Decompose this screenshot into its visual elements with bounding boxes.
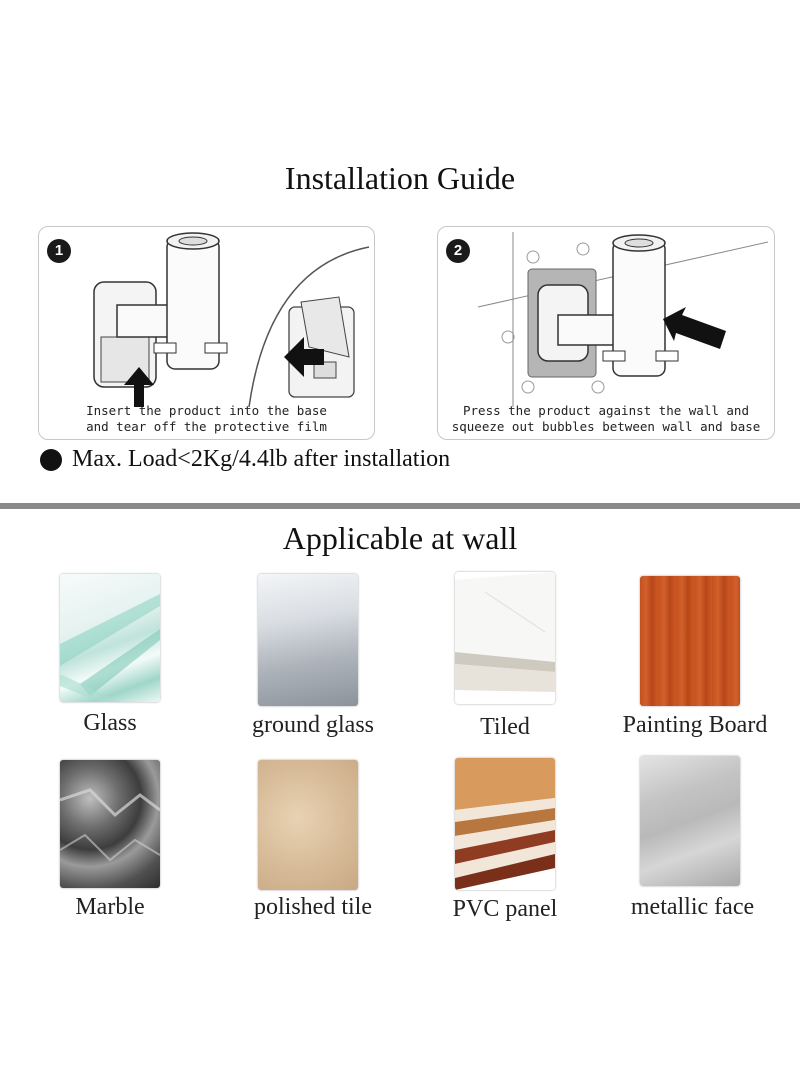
step-1-caption-line-2: and tear off the protective film: [86, 419, 327, 434]
step-1-badge: 1: [47, 239, 71, 263]
metallic-face-label: metallic face: [630, 894, 755, 920]
glass-swatch: [60, 574, 160, 702]
max-load-note: Max. Load<2Kg/4.4lb after installation: [40, 446, 450, 473]
step-1-caption-line-1: Insert the product into the base: [86, 403, 327, 418]
ground-glass-label: ground glass: [252, 712, 374, 738]
step-2-caption-line-1: Press the product against the wall and: [463, 403, 749, 418]
ground-glass-swatch: [258, 574, 358, 706]
step-2-caption-line-2: squeeze out bubbles between wall and bas…: [451, 419, 761, 434]
painting-board-label: Painting Board: [622, 712, 768, 738]
metallic-face-swatch: [640, 756, 740, 886]
step-1-caption: Insert the product into the base and tea…: [39, 403, 374, 435]
glass-label: Glass: [83, 710, 137, 736]
marble-label: Marble: [75, 894, 145, 920]
step-2-caption: Press the product against the wall and s…: [438, 403, 774, 435]
polished-tile-swatch: [258, 760, 358, 890]
pvc-panel-label: PVC panel: [452, 896, 558, 922]
applicable-title: Applicable at wall: [282, 520, 518, 556]
pvc-panel-swatch: [455, 758, 555, 890]
tiled-label: Tiled: [480, 714, 530, 740]
step-1-card: 1 Insert the product into the base and t…: [38, 226, 375, 440]
max-load-text: Max. Load<2Kg/4.4lb after installation: [72, 446, 451, 472]
step-2-badge: 2: [446, 239, 470, 263]
section-divider: [0, 503, 800, 509]
tiled-swatch: [455, 572, 555, 704]
step-2-illustration: [477, 232, 769, 407]
step-2-card: 2 Press the product against the wall and…: [437, 226, 775, 440]
polished-tile-label: polished tile: [254, 894, 372, 920]
marble-swatch: [60, 760, 160, 888]
painting-board-swatch: [640, 576, 740, 706]
bullet-dot-icon: [40, 448, 62, 471]
installation-title: Installation Guide: [284, 160, 516, 196]
step-1-illustration: [93, 232, 370, 407]
